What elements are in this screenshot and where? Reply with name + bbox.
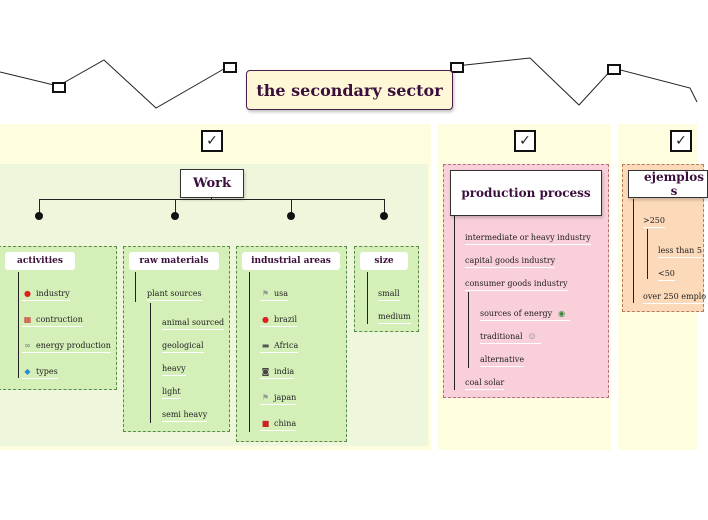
checkbox-icon[interactable]: ✓ xyxy=(201,130,223,152)
pin-icon: ● xyxy=(262,315,269,324)
list-item[interactable]: ●brazil xyxy=(260,315,298,327)
work-connector xyxy=(175,199,176,213)
list-item[interactable]: consumer goods industry xyxy=(465,279,568,291)
map-pin-icon: ◉ xyxy=(558,309,566,318)
work-connector xyxy=(39,199,40,213)
list-item[interactable]: capital goods industry xyxy=(465,256,556,268)
work-connector xyxy=(384,199,385,213)
list-item[interactable]: geological xyxy=(162,341,204,353)
calendar-icon: ▦ xyxy=(23,315,32,324)
list-item[interactable]: coal solar xyxy=(465,378,505,390)
pin-icon: ● xyxy=(24,289,31,298)
node-dot xyxy=(380,212,388,220)
raw-materials-group xyxy=(123,246,230,432)
tree-line xyxy=(647,229,648,279)
flag-icon: ⚑ xyxy=(261,393,270,402)
list-item[interactable]: ▦contruction xyxy=(22,315,83,327)
list-item[interactable]: semi heavy xyxy=(162,410,208,422)
toolbox-icon: ■ xyxy=(261,419,270,428)
list-item[interactable]: heavy xyxy=(162,364,186,376)
tree-line xyxy=(135,272,136,302)
list-item[interactable]: light xyxy=(162,387,181,399)
drag-handle[interactable] xyxy=(223,62,237,73)
node-dot xyxy=(171,212,179,220)
activities-title[interactable]: activities xyxy=(5,252,75,270)
camera-icon: ◙ xyxy=(261,367,270,376)
list-item[interactable]: animal sourced xyxy=(162,318,225,330)
list-item[interactable]: ■china xyxy=(260,419,297,431)
work-connector xyxy=(211,197,212,199)
industrial-areas-group xyxy=(236,246,347,442)
face-icon: ☺ xyxy=(528,332,536,341)
central-topic[interactable]: the secondary sector xyxy=(246,70,453,110)
drag-handle[interactable] xyxy=(607,64,621,75)
production-topic[interactable]: production process xyxy=(450,170,602,216)
list-item[interactable]: ◆types xyxy=(22,367,58,379)
size-title[interactable]: size xyxy=(360,252,408,270)
list-item[interactable]: ▬Africa xyxy=(260,341,299,353)
list-item[interactable]: less than 5 xyxy=(658,246,702,258)
flag-icon: ⚑ xyxy=(261,289,270,298)
tree-line xyxy=(468,292,469,368)
drag-handle[interactable] xyxy=(52,82,66,93)
list-item[interactable]: ◙india xyxy=(260,367,295,379)
list-item[interactable]: ∞energy production xyxy=(22,341,111,353)
list-item[interactable]: small xyxy=(378,289,400,301)
bird-icon: ◆ xyxy=(24,367,31,376)
link-icon: ∞ xyxy=(24,341,31,350)
monitor-icon: ▬ xyxy=(261,341,270,350)
work-connector xyxy=(291,199,292,213)
list-item[interactable]: traditional☺ xyxy=(480,332,541,344)
raw-materials-title[interactable]: raw materials xyxy=(129,252,219,270)
list-item[interactable]: ⚑japan xyxy=(260,393,297,405)
industrial-areas-title[interactable]: industrial areas xyxy=(242,252,340,270)
list-item[interactable]: alternative xyxy=(480,355,525,367)
list-item[interactable]: ⚑usa xyxy=(260,289,289,301)
list-item[interactable]: >250 xyxy=(643,216,665,228)
list-item[interactable]: ●industry xyxy=(22,289,70,301)
work-connector xyxy=(39,199,384,200)
list-item[interactable]: intermediate or heavy industry xyxy=(465,233,591,245)
tree-line xyxy=(249,272,250,432)
tree-line xyxy=(633,199,634,303)
checkbox-icon[interactable]: ✓ xyxy=(670,130,692,152)
central-title: the secondary sector xyxy=(256,80,443,100)
drag-handle[interactable] xyxy=(450,62,464,73)
checkbox-icon[interactable]: ✓ xyxy=(514,130,536,152)
ejemplos-topic[interactable]: ejemplos s xyxy=(628,170,708,198)
tree-line xyxy=(367,272,368,324)
list-item[interactable]: over 250 emplo xyxy=(643,292,707,304)
tree-line xyxy=(454,215,455,390)
node-dot xyxy=(287,212,295,220)
list-item[interactable]: plant sources xyxy=(147,289,202,301)
list-item[interactable]: medium xyxy=(378,312,411,324)
list-item[interactable]: <50 xyxy=(658,269,675,281)
node-dot xyxy=(35,212,43,220)
tree-line xyxy=(18,272,19,378)
work-topic[interactable]: Work xyxy=(180,169,244,198)
list-item[interactable]: sources of energy◉ xyxy=(480,309,571,321)
activities-group xyxy=(0,246,117,390)
tree-line xyxy=(150,303,151,423)
